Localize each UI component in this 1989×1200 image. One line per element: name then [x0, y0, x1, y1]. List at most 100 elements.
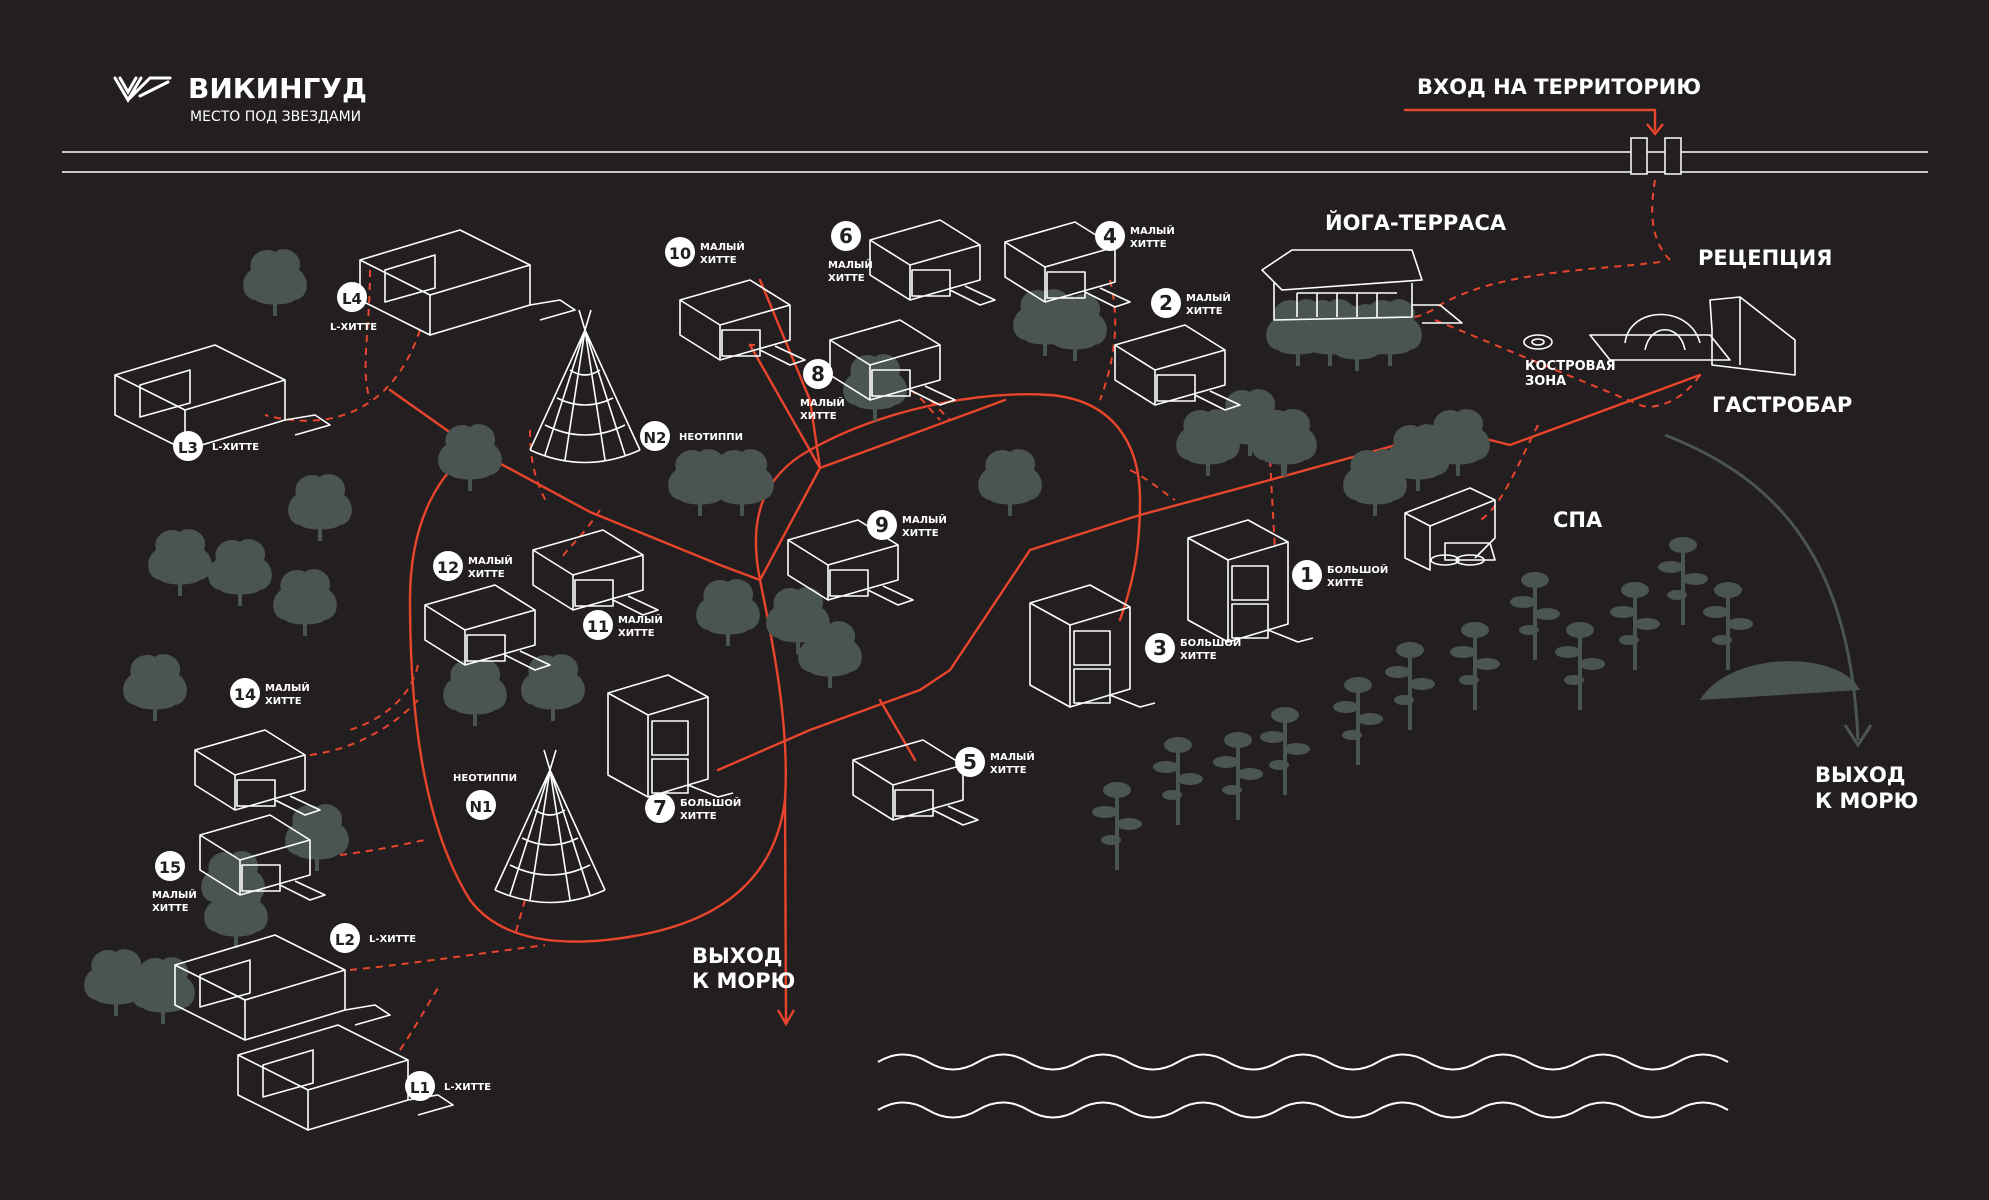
- pin-house-1[interactable]: 1 БОЛЬШОЙ ХИТТЕ: [1292, 560, 1388, 590]
- reception-label: РЕЦЕПЦИЯ: [1698, 246, 1832, 270]
- svg-text:2: 2: [1159, 291, 1173, 315]
- svg-text:L-ХИТТЕ: L-ХИТТЕ: [444, 1082, 491, 1093]
- pin-house-12[interactable]: 12 МАЛЫЙ ХИТТЕ: [433, 551, 513, 581]
- house-2[interactable]: [1114, 324, 1241, 411]
- svg-text:МАЛЫЙ: МАЛЫЙ: [1130, 224, 1175, 237]
- house-l2[interactable]: [174, 934, 391, 1041]
- pin-house-l3[interactable]: L3 L-ХИТТЕ: [173, 431, 259, 461]
- spa-building[interactable]: [1404, 487, 1496, 571]
- house-3[interactable]: [1029, 584, 1156, 708]
- svg-text:ХИТТЕ: ХИТТЕ: [700, 255, 737, 266]
- svg-text:14: 14: [234, 685, 256, 704]
- svg-text:ХИТТЕ: ХИТТЕ: [902, 528, 939, 539]
- svg-text:ХИТТЕ: ХИТТЕ: [468, 569, 505, 580]
- house-6[interactable]: [869, 219, 996, 306]
- house-10[interactable]: [679, 279, 806, 366]
- sea: [877, 1053, 1729, 1119]
- exit-sea-arrow-right: [1664, 433, 1860, 741]
- svg-text:ХИТТЕ: ХИТТЕ: [990, 765, 1027, 776]
- svg-text:БОЛЬШОЙ: БОЛЬШОЙ: [1327, 563, 1388, 576]
- svg-text:НЕОТИППИ: НЕОТИППИ: [679, 432, 743, 443]
- pin-tipi-n2[interactable]: N2 НЕОТИППИ: [640, 421, 743, 451]
- house-7[interactable]: [607, 674, 734, 798]
- svg-text:L2: L2: [335, 931, 355, 949]
- house-12[interactable]: [424, 584, 551, 671]
- svg-text:11: 11: [587, 617, 609, 636]
- svg-text:N2: N2: [644, 429, 667, 447]
- svg-text:15: 15: [159, 858, 181, 877]
- svg-text:10: 10: [669, 244, 691, 263]
- yoga-terrace[interactable]: [1261, 249, 1463, 324]
- pin-house-l4[interactable]: L4 L-ХИТТЕ: [330, 282, 377, 333]
- exit-sea-center-2: К МОРЮ: [692, 969, 795, 993]
- svg-text:12: 12: [437, 558, 459, 577]
- spa-label: СПА: [1553, 508, 1603, 532]
- svg-text:ХИТТЕ: ХИТТЕ: [828, 273, 865, 284]
- pin-house-11[interactable]: 11 МАЛЫЙ ХИТТЕ: [583, 610, 663, 640]
- house-l3[interactable]: [114, 344, 331, 451]
- fire-pit[interactable]: [1523, 334, 1553, 350]
- tipi-n2[interactable]: [529, 309, 641, 464]
- svg-text:7: 7: [653, 796, 667, 820]
- road: [62, 137, 1928, 175]
- pin-house-5[interactable]: 5 МАЛЫЙ ХИТТЕ: [955, 747, 1035, 777]
- entrance-label: ВХОД НА ТЕРРИТОРИЮ: [1417, 75, 1701, 99]
- pin-house-l1[interactable]: L1 L-ХИТТЕ: [405, 1071, 491, 1101]
- yoga-label: ЙОГА-ТЕРРАСА: [1325, 210, 1507, 235]
- svg-text:ХИТТЕ: ХИТТЕ: [1186, 306, 1223, 317]
- house-l4[interactable]: [359, 229, 576, 336]
- pin-house-8[interactable]: 8 МАЛЫЙ ХИТТЕ: [800, 359, 845, 422]
- svg-text:ХИТТЕ: ХИТТЕ: [152, 903, 189, 914]
- gastrobar-label: ГАСТРОБАР: [1712, 393, 1852, 417]
- pin-house-l2[interactable]: L2 L-ХИТТЕ: [330, 923, 416, 953]
- brand-tagline: МЕСТО ПОД ЗВЕЗДАМИ: [190, 109, 361, 125]
- trail-network: [264, 179, 1702, 1051]
- fire-zone-label-2: ЗОНА: [1525, 374, 1566, 389]
- exit-sea-right-1: ВЫХОД: [1815, 763, 1906, 787]
- svg-text:ХИТТЕ: ХИТТЕ: [618, 628, 655, 639]
- pin-house-10[interactable]: 10 МАЛЫЙ ХИТТЕ: [665, 237, 745, 267]
- svg-text:ХИТТЕ: ХИТТЕ: [680, 811, 717, 822]
- pin-tipi-n1[interactable]: N1 НЕОТИППИ: [453, 773, 517, 820]
- svg-text:L4: L4: [342, 290, 362, 308]
- logo: [113, 76, 172, 103]
- svg-text:8: 8: [811, 362, 825, 386]
- svg-text:МАЛЫЙ: МАЛЫЙ: [990, 750, 1035, 763]
- svg-text:МАЛЫЙ: МАЛЫЙ: [828, 258, 873, 271]
- svg-text:МАЛЫЙ: МАЛЫЙ: [468, 554, 513, 567]
- svg-text:БОЛЬШОЙ: БОЛЬШОЙ: [680, 796, 741, 809]
- svg-text:5: 5: [963, 750, 977, 774]
- house-11[interactable]: [532, 529, 659, 616]
- svg-text:1: 1: [1300, 563, 1314, 587]
- exit-sea-center-1: ВЫХОД: [692, 944, 783, 968]
- svg-text:ХИТТЕ: ХИТТЕ: [1327, 578, 1364, 589]
- pin-house-7[interactable]: 7 БОЛЬШОЙ ХИТТЕ: [645, 793, 741, 823]
- svg-text:ХИТТЕ: ХИТТЕ: [265, 696, 302, 707]
- svg-text:L3: L3: [178, 439, 198, 457]
- svg-text:МАЛЫЙ: МАЛЫЙ: [152, 888, 197, 901]
- pine-forest: [1092, 537, 1860, 870]
- svg-text:ХИТТЕ: ХИТТЕ: [1130, 239, 1167, 250]
- svg-text:3: 3: [1153, 636, 1167, 660]
- exit-sea-right-2: К МОРЮ: [1815, 789, 1918, 813]
- svg-text:ХИТТЕ: ХИТТЕ: [1180, 651, 1217, 662]
- brand-name: ВИКИНГУД: [188, 72, 367, 105]
- svg-text:L-ХИТТЕ: L-ХИТТЕ: [369, 934, 416, 945]
- fire-zone-label-1: КОСТРОВАЯ: [1525, 359, 1616, 374]
- svg-text:БОЛЬШОЙ: БОЛЬШОЙ: [1180, 636, 1241, 649]
- pin-house-3[interactable]: 3 БОЛЬШОЙ ХИТТЕ: [1145, 633, 1241, 663]
- svg-text:L1: L1: [410, 1079, 430, 1097]
- pin-house-15[interactable]: 15 МАЛЫЙ ХИТТЕ: [152, 851, 197, 914]
- house-14[interactable]: [194, 729, 321, 816]
- svg-text:ХИТТЕ: ХИТТЕ: [800, 411, 837, 422]
- svg-text:МАЛЫЙ: МАЛЫЙ: [902, 513, 947, 526]
- svg-text:МАЛЫЙ: МАЛЫЙ: [618, 613, 663, 626]
- reception-gastrobar[interactable]: [1589, 296, 1796, 376]
- svg-text:МАЛЫЙ: МАЛЫЙ: [800, 396, 845, 409]
- svg-text:МАЛЫЙ: МАЛЫЙ: [700, 240, 745, 253]
